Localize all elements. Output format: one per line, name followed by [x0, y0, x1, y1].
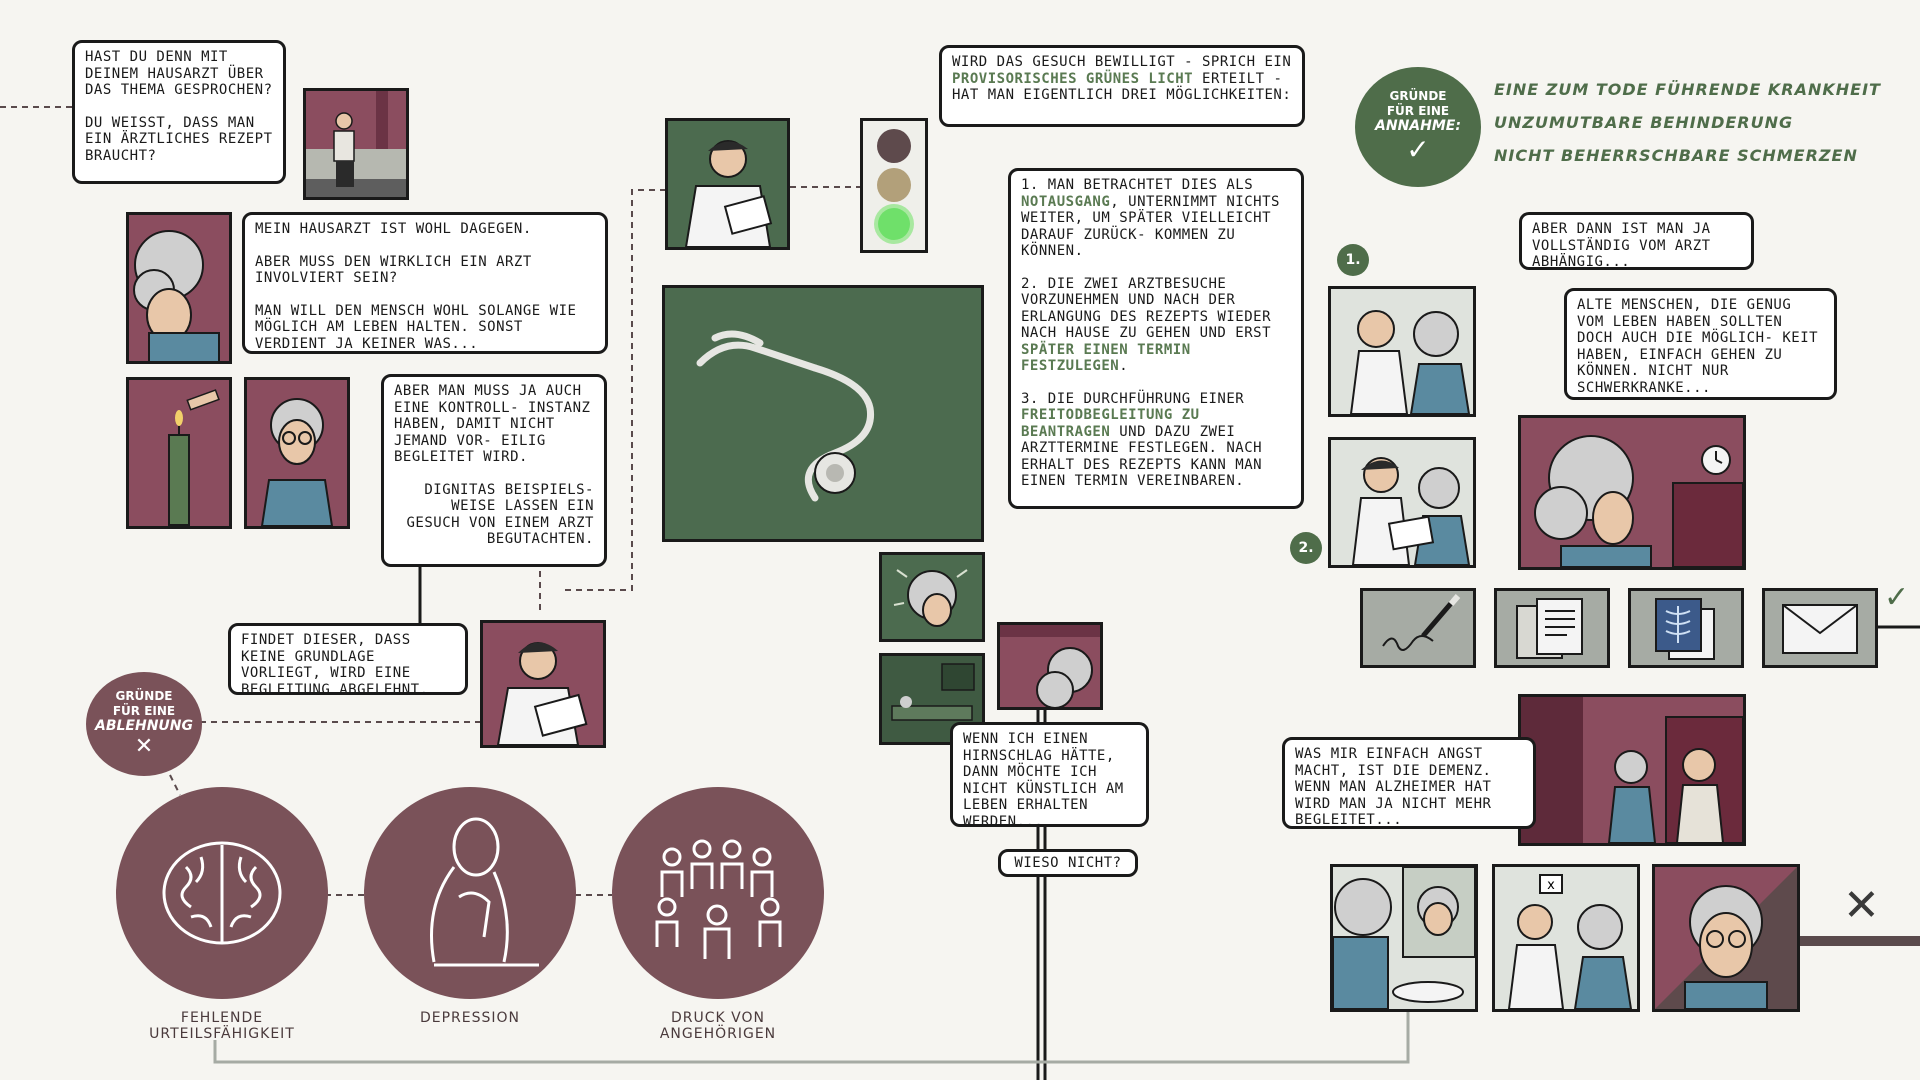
step-2-badge: 2. [1290, 532, 1322, 564]
speech-bubble-hausarzt-dagegen: MEIN HAUSARZT IST WOHL DAGEGEN. ABER MUS… [242, 212, 608, 354]
panel-wardrobe-couple [1518, 694, 1746, 846]
final-check-icon: ✓ [1884, 580, 1910, 615]
cross-icon: ✕ [134, 733, 154, 759]
speech-bubble-demenz: WAS MIR EINFACH ANGST MACHT, IST DIE DEM… [1282, 737, 1536, 829]
traffic-light-panel [860, 118, 928, 253]
brain-icon [162, 841, 282, 945]
annahme-reason-1: EINE ZUM TODE FÜHRENDE KRANKHEIT [1494, 80, 1881, 99]
panel-headache [879, 552, 985, 642]
speech-bubble-hirnschlag: WENN ICH EINEN HIRNSCHLAG HÄTTE, DANN MÖ… [950, 722, 1149, 830]
crowd-icon [655, 839, 782, 959]
panel-mirror-confused [1330, 864, 1478, 1012]
depressed-person-icon [430, 817, 539, 967]
speech-bubble-gruenes-licht: WIRD DAS GESUCH BEWILLIGT - SPRICH EIN P… [939, 45, 1305, 127]
step-1-badge: 1. [1337, 244, 1369, 276]
speech-bubble-kontrollinstanz: ABER MAN MUSS JA AUCH EINE KONTROLL- INS… [381, 374, 607, 567]
panel-doctor-writing [665, 118, 790, 250]
doctor-consult-1-illustration [1331, 289, 1473, 414]
annahme-badge: GRÜNDE FÜR EINE ANNAHME: ✓ [1355, 67, 1481, 187]
mirror-confused-illustration [1333, 867, 1475, 1009]
panel-grey-hair-back [126, 212, 232, 364]
annahme-reason-2: UNZUMUTBARE BEHINDERUNG [1494, 113, 1794, 132]
wardrobe-couple-illustration [1521, 697, 1743, 843]
speech-bubble-abgelehnt: FINDET DIESER, DASS KEINE GRUNDLAGE VORL… [228, 623, 468, 698]
ablehnung-badge: GRÜNDE FÜR EINE ABLEHNUNG ✕ [86, 672, 202, 776]
final-cross-icon: ✕ [1843, 880, 1880, 931]
old-woman-sad-illustration [1655, 867, 1797, 1009]
panel-woman-on-sofa [303, 88, 409, 200]
pen-signature-icon [1382, 594, 1461, 651]
panel-documents [1494, 588, 1610, 668]
caption-depression: DEPRESSION [419, 1010, 521, 1026]
panel-old-woman-sad [1652, 864, 1800, 1012]
panel-old-woman-glasses [244, 377, 350, 529]
grey-hair-woman-illustration [129, 215, 229, 361]
hospital-bed-illustration [882, 656, 982, 742]
speech-bubble-alte-menschen: ALTE MENSCHEN, DIE GENUG VOM LEBEN HABEN… [1564, 288, 1837, 400]
doctor-refusal-illustration: x [1495, 867, 1637, 1009]
panel-woman-clock [1518, 415, 1746, 570]
panel-candle [126, 377, 232, 529]
stethoscope-icon [665, 288, 981, 539]
crowd-circle [612, 787, 824, 999]
doctor-reading-illustration [483, 623, 603, 745]
woman-sofa-illustration [306, 91, 406, 197]
panel-envelope [1762, 588, 1878, 668]
panel-signature [1360, 588, 1476, 668]
doctor-consult-2-illustration [1331, 440, 1473, 565]
panel-doctor-consult-2 [1328, 437, 1476, 568]
speech-bubble-wieso-nicht: WIESO NICHT? [998, 849, 1138, 877]
xray-icon [1655, 598, 1715, 660]
woman-clock-illustration [1521, 418, 1743, 567]
old-woman-glasses-illustration [247, 380, 347, 526]
refusal-x-mark: x [1547, 878, 1555, 893]
doctor-writing-illustration [668, 121, 787, 247]
envelope-icon [1782, 604, 1858, 654]
caption-urteilsfaehigkeit: FEHLENDE URTEILSFÄHIGKEIT [149, 1010, 295, 1042]
speech-bubble-drei-moeglichkeiten: 1. MAN BETRACHTET DIES ALS NOTAUSGANG, U… [1008, 168, 1304, 509]
panel-xray [1628, 588, 1744, 668]
check-icon: ✓ [1406, 132, 1430, 166]
panel-grey-hair-small [997, 622, 1103, 710]
caption-druck: DRUCK VON ANGEHÖRIGEN [659, 1010, 777, 1042]
panel-doctor-refusal: x [1492, 864, 1640, 1012]
documents-icon [1516, 598, 1583, 659]
brain-circle [116, 787, 328, 999]
panel-stethoscope [662, 285, 984, 542]
annahme-reason-3: NICHT BEHERRSCHBARE SCHMERZEN [1494, 146, 1858, 165]
candle-illustration [129, 380, 229, 526]
headache-illustration [882, 555, 982, 639]
panel-doctor-reading [480, 620, 606, 748]
depression-circle [364, 787, 576, 999]
panel-doctor-consult-1 [1328, 286, 1476, 417]
traffic-light-icon [874, 129, 914, 244]
speech-bubble-abhaengig: ABER DANN IST MAN JA VOLLSTÄNDIG VOM ARZ… [1519, 212, 1754, 270]
speech-bubble-hausarzt: HAST DU DENN MIT DEINEM HAUSARZT ÜBER DA… [72, 40, 286, 184]
grey-hair-small-illustration [1000, 625, 1100, 707]
